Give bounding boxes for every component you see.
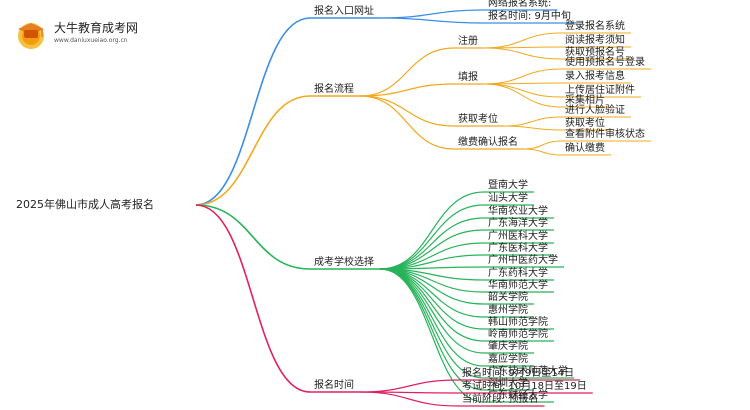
grandchild-connector — [483, 83, 562, 108]
child-topic: 网络报名系统: — [488, 0, 552, 9]
grandchild-topic: 获取考位 — [565, 118, 605, 129]
branch-topic: 报名入口网址 — [314, 6, 374, 17]
child-connector — [379, 268, 485, 330]
graduation-cap-icon — [18, 23, 44, 49]
branch-topic: 成考学校选择 — [314, 257, 374, 268]
grandchild-topic: 上传居住证附件 — [565, 85, 635, 96]
child-connector — [359, 47, 455, 97]
child-topic: 广州中医药大学 — [488, 255, 558, 266]
child-connector — [379, 268, 485, 379]
child-connector — [359, 95, 455, 150]
grandchild-connector — [503, 125, 562, 131]
grandchild-topic: 阅读报考须知 — [565, 35, 625, 46]
branch-connector — [195, 95, 311, 206]
root-topic: 2025年佛山市成人高考报名 — [16, 198, 154, 211]
grandchild-connector — [523, 140, 562, 150]
grandchild-connector — [523, 148, 562, 156]
child-topic: 填报 — [458, 72, 478, 83]
child-topic: 暨南大学 — [488, 180, 528, 191]
branch-connector — [195, 17, 311, 206]
child-connector — [359, 95, 455, 127]
branch-topic: 报名时间 — [314, 380, 354, 391]
child-connector — [379, 268, 485, 403]
grandchild-connector — [503, 116, 562, 127]
child-topic: 华南农业大学 — [488, 206, 548, 217]
child-topic: 获取考位 — [458, 114, 498, 125]
grandchild-topic: 使用预报名号登录 — [565, 57, 645, 68]
child-connector — [379, 229, 485, 270]
grandchild-topic: 采集相片 — [565, 95, 605, 106]
grandchild-topic: 确认缴费 — [565, 143, 605, 154]
grandchild-topic: 登录报名系统 — [565, 21, 625, 32]
branch-connector — [195, 204, 311, 393]
child-topic: 肇庆学院 — [488, 341, 528, 352]
child-topic: 华南师范大学 — [488, 280, 548, 291]
child-connector — [379, 268, 485, 354]
grandchild-topic: 进行人脸验证 — [565, 105, 625, 116]
child-topic: 考试时间: 10月18日至19日 — [462, 381, 587, 392]
child-connector — [379, 9, 485, 19]
brand-logo: 大牛教育成考网 www.daniuxueiao.org.cn — [8, 18, 158, 50]
branch-connector — [195, 204, 311, 270]
child-topic: 广东医科大学 — [488, 243, 548, 254]
grandchild-connector — [483, 68, 562, 85]
child-connector — [379, 268, 485, 367]
child-topic: 惠州学院 — [488, 305, 528, 316]
child-connector — [379, 204, 485, 270]
child-topic: 报名时间: 9月9日至14日 — [462, 368, 574, 379]
grandchild-connector — [483, 47, 562, 60]
brand-url: www.daniuxueiao.org.cn — [54, 37, 128, 44]
child-topic: 韩山师范学院 — [488, 317, 548, 328]
child-topic: 深圳大学 — [488, 378, 528, 389]
child-topic: 汕头大学 — [488, 193, 528, 204]
child-topic: 报名时间: 9月中旬 — [488, 11, 571, 22]
grandchild-topic: 查看附件审核状态 — [565, 129, 645, 140]
child-connector — [379, 17, 485, 24]
child-topic: 当前阶段: 预报名 — [462, 394, 539, 405]
child-topic: 广东技术师范大学 — [488, 366, 568, 377]
child-topic: 广东财经大学 — [488, 390, 548, 401]
child-topic: 缴费确认报名 — [458, 137, 518, 148]
child-connector — [359, 83, 455, 97]
child-topic: 岭南师范学院 — [488, 329, 548, 340]
grandchild-connector — [483, 32, 562, 49]
child-connector — [379, 217, 485, 270]
child-connector — [359, 379, 459, 393]
child-connector — [379, 268, 485, 318]
child-topic: 广东药科大学 — [488, 268, 548, 279]
branch-topic: 报名流程 — [314, 84, 354, 95]
child-topic: 广州医科大学 — [488, 231, 548, 242]
child-topic: 韶关学院 — [488, 292, 528, 303]
child-topic: 广东海洋大学 — [488, 218, 548, 229]
grandchild-topic: 录入报考信息 — [565, 71, 625, 82]
child-connector — [379, 191, 485, 270]
child-connector — [359, 391, 459, 407]
grandchild-topic: 获取预报名号 — [565, 47, 625, 58]
child-topic: 注册 — [458, 36, 478, 47]
child-topic: 嘉应学院 — [488, 354, 528, 365]
brand-title: 大牛教育成考网 — [54, 21, 139, 35]
